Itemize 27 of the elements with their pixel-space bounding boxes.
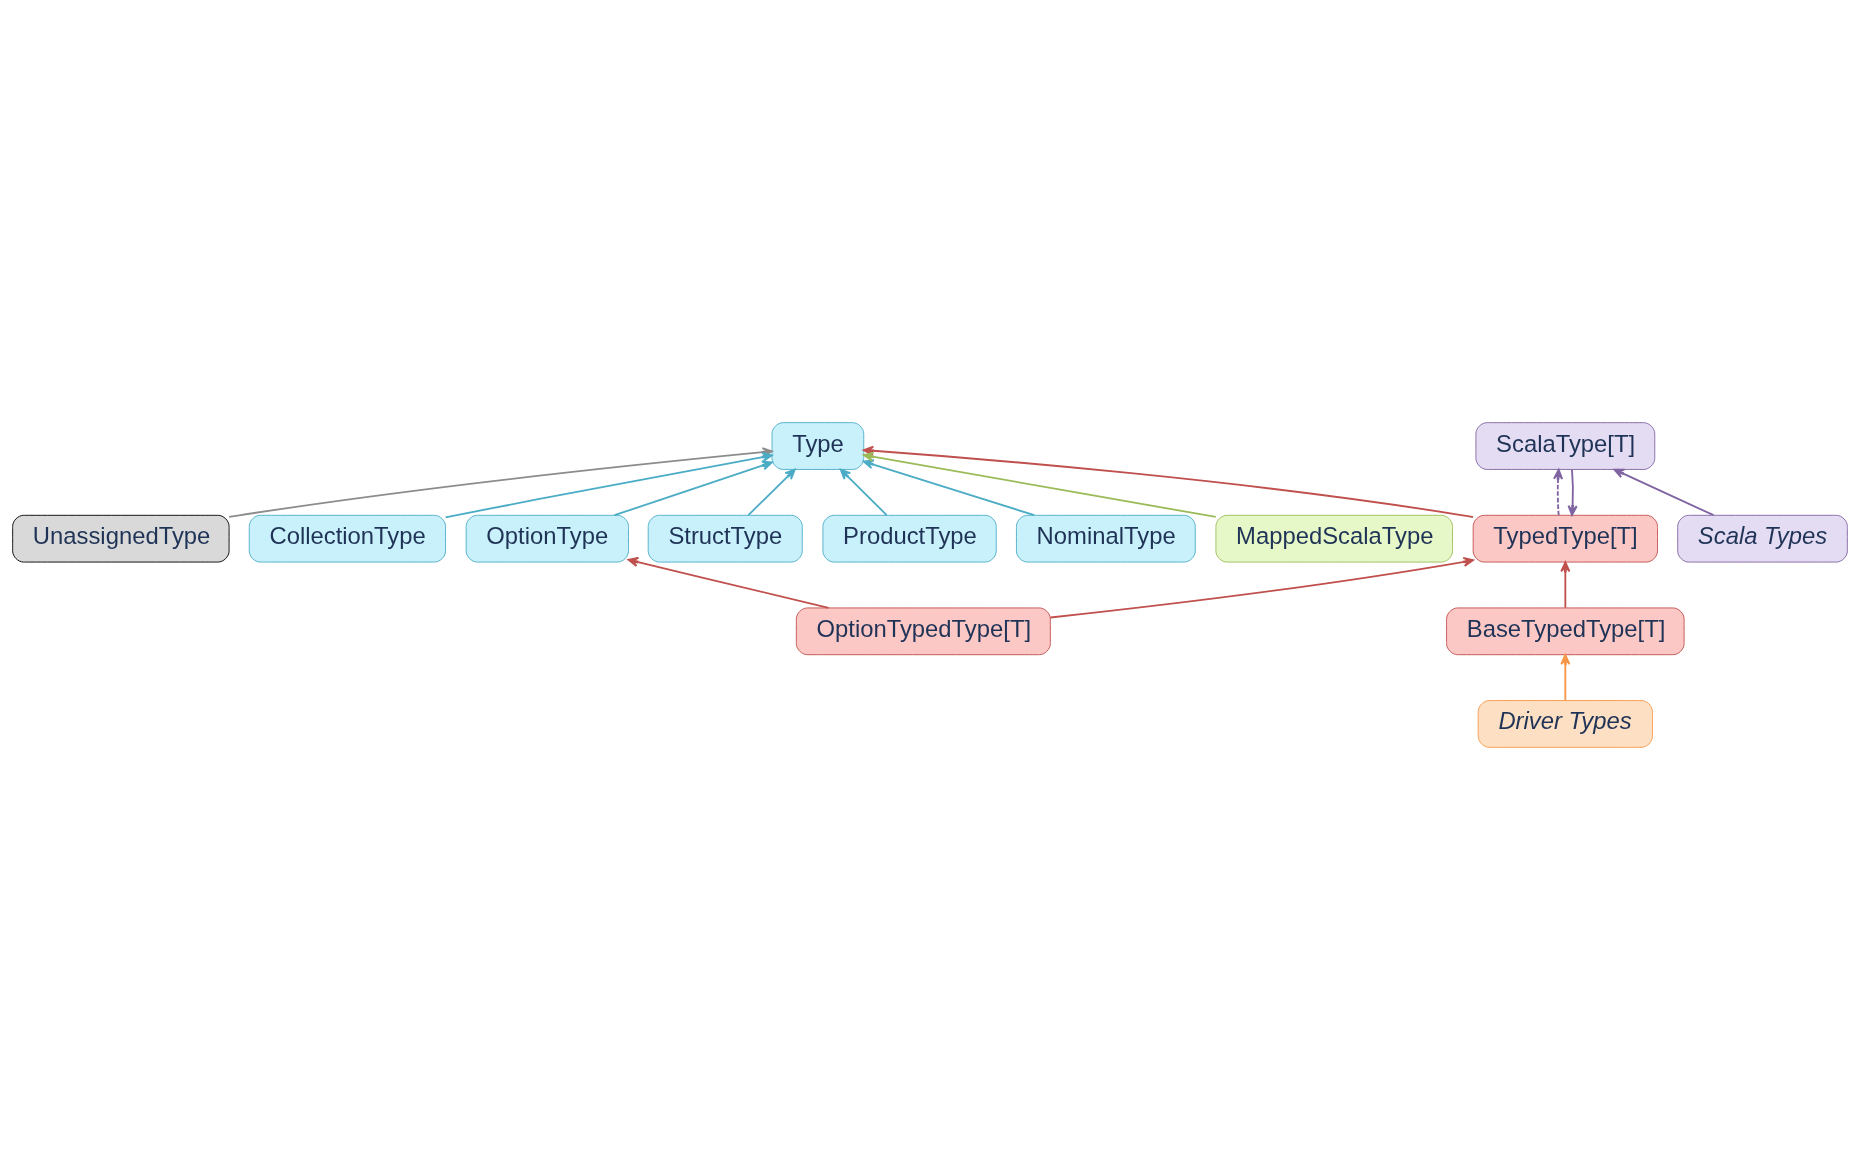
node-box: UnassignedType bbox=[12, 514, 230, 563]
node-box: Scala Types bbox=[1677, 514, 1848, 563]
arrow bbox=[862, 451, 1217, 518]
arrow bbox=[1560, 654, 1571, 702]
arrow bbox=[839, 468, 888, 516]
node-box: NominalType bbox=[1016, 514, 1196, 563]
arrow bbox=[444, 452, 773, 519]
arrow bbox=[1613, 468, 1715, 517]
node-box: OptionType bbox=[465, 514, 629, 563]
arrow bbox=[1553, 468, 1564, 516]
node-box: Driver Types bbox=[1477, 700, 1653, 748]
arrow bbox=[862, 459, 1036, 517]
node-box: ProductType bbox=[822, 514, 997, 563]
arrow bbox=[1560, 561, 1571, 609]
node-box: ScalaType[T] bbox=[1475, 422, 1656, 470]
arrow bbox=[627, 556, 830, 609]
node-box: BaseTypedType[T] bbox=[1446, 607, 1685, 656]
arrow bbox=[747, 468, 796, 516]
node-box: Type bbox=[771, 422, 865, 470]
arrow bbox=[1567, 468, 1578, 516]
arrow bbox=[1049, 556, 1474, 619]
arrow bbox=[613, 460, 773, 517]
node-box: MappedScalaType bbox=[1215, 514, 1453, 563]
node-box: TypedType[T] bbox=[1472, 514, 1658, 563]
node-box: CollectionType bbox=[248, 514, 446, 563]
node-box: StructType bbox=[647, 514, 803, 563]
node-box: OptionTypedType[T] bbox=[795, 607, 1051, 656]
